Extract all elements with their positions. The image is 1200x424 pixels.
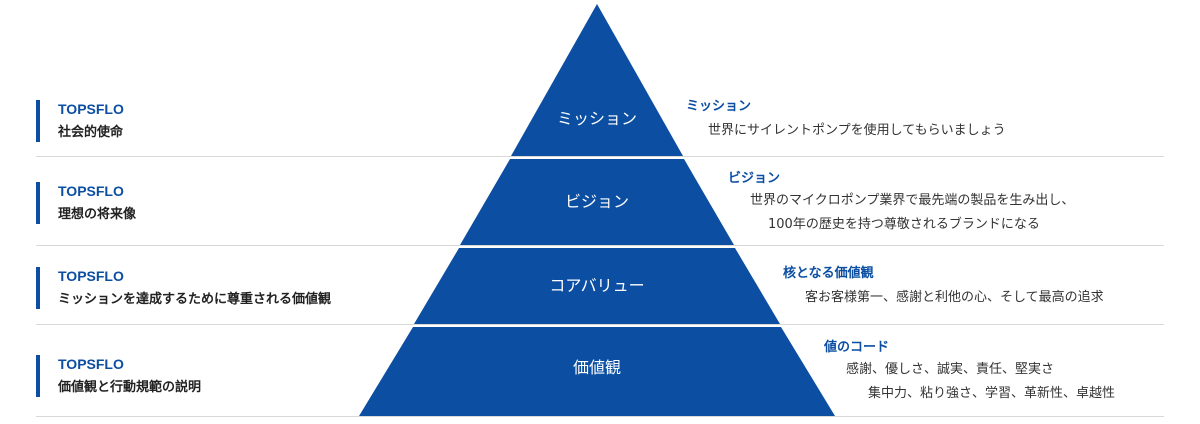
left-row-values: TOPSFLO 価値観と行動規範の説明 [36, 355, 201, 397]
right-title: 値のコード [824, 340, 890, 355]
divider-2 [36, 245, 1164, 246]
pyramid-tier-values [359, 327, 835, 416]
pyramid-tier-core-values [414, 248, 780, 324]
tier-label-vision: ビジョン [564, 192, 629, 211]
left-subtitle: 社会的使命 [58, 125, 124, 140]
left-subtitle: 価値観と行動規範の説明 [58, 380, 202, 395]
tier-label-values: 価値観 [572, 358, 621, 377]
right-line: 集中力、粘り強さ、学習、革新性、卓越性 [868, 386, 1116, 401]
pyramid-tier-mission [511, 4, 683, 156]
brand-label: TOPSFLO [58, 183, 124, 199]
tier-label-core-values: コアバリュー [549, 276, 645, 295]
pyramid-tier-vision [460, 159, 734, 245]
divider-4 [36, 416, 1164, 417]
right-line: 世界のマイクロポンプ業界で最先端の製品を生み出し、 [750, 193, 1075, 208]
right-row-core-values: 核となる価値観 客お客様第一、感謝と利他の心、そして最高の追求 [783, 265, 1104, 309]
right-row-values: 値のコード 感謝、優しさ、誠実、責任、堅実さ 集中力、粘り強さ、学習、革新性、卓… [824, 339, 1115, 405]
right-row-vision: ビジョン 世界のマイクロポンプ業界で最先端の製品を生み出し、 100年の歴史を持… [728, 170, 1074, 236]
right-title: ビジョン [728, 171, 781, 186]
left-subtitle: 理想の将来像 [58, 207, 137, 222]
right-line: 感謝、優しさ、誠実、責任、堅実さ [846, 362, 1055, 377]
brand-label: TOPSFLO [58, 101, 124, 117]
left-row-core-values: TOPSFLO ミッションを達成するために尊重される価値観 [36, 267, 331, 309]
left-subtitle: ミッションを達成するために尊重される価値観 [58, 292, 332, 307]
brand-label: TOPSFLO [58, 356, 124, 372]
divider-3 [36, 324, 1164, 325]
tier-label-mission: ミッション [556, 109, 637, 128]
brand-label: TOPSFLO [58, 268, 124, 284]
right-title: ミッション [686, 99, 752, 114]
right-line: 客お客様第一、感謝と利他の心、そして最高の追求 [805, 290, 1104, 305]
right-row-mission: ミッション 世界にサイレントポンプを使用してもらいましょう [686, 98, 1006, 142]
right-line: 100年の歴史を持つ尊敬されるブランドになる [768, 217, 1040, 232]
left-row-mission: TOPSFLO 社会的使命 [36, 100, 124, 142]
left-row-vision: TOPSFLO 理想の将来像 [36, 182, 136, 224]
divider-1 [36, 156, 1164, 157]
right-line: 世界にサイレントポンプを使用してもらいましょう [708, 123, 1006, 138]
right-title: 核となる価値観 [783, 266, 874, 281]
